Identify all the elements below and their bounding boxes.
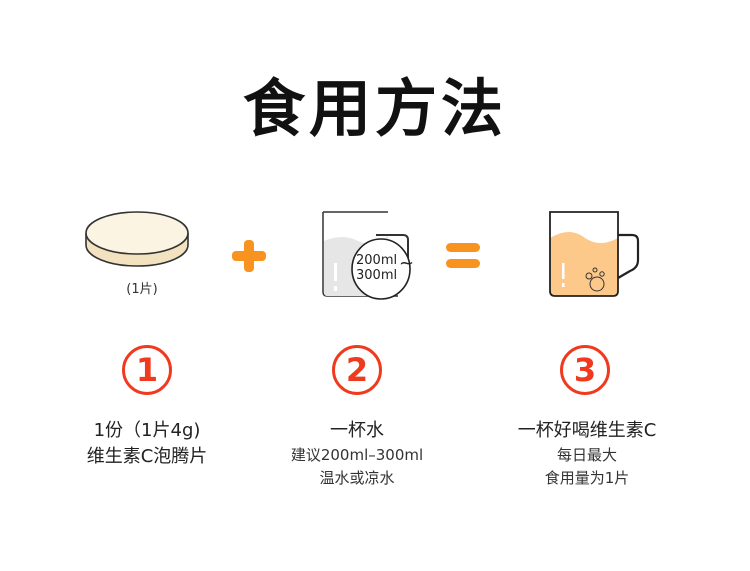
step-2-line-3: 温水或凉水 <box>319 469 395 487</box>
water-cup-icon <box>322 211 411 300</box>
plus-icon <box>232 240 266 272</box>
step-3-line-3: 食用量为1片 <box>544 469 630 487</box>
volume-max: 300ml <box>356 268 398 283</box>
step-2-line-1: 一杯水 <box>330 420 384 441</box>
step-1-line-1: 1份（1片4g) <box>93 420 201 441</box>
step-3-line-1: 一杯好喝维生素C <box>517 420 657 441</box>
vitamin-drink-cup-icon <box>549 211 640 297</box>
step-3-line-2: 每日最大 <box>556 446 617 464</box>
volume-min: 200ml <box>356 253 398 268</box>
step-3-number: 3 <box>560 345 610 395</box>
volume-tilde: ~ <box>399 253 415 274</box>
tablet-icon <box>85 211 189 267</box>
tablet-label: (1片) <box>126 282 158 297</box>
equals-icon <box>446 243 480 268</box>
step-2-number: 2 <box>332 345 382 395</box>
step-1-description: 1份（1片4g) 维生素C泡腾片 <box>27 418 267 470</box>
step-1-number: 1 <box>122 345 172 395</box>
step-3-description: 一杯好喝维生素C 每日最大 食用量为1片 <box>467 418 707 490</box>
page-title: 食用方法 <box>242 72 507 145</box>
step-2-description: 一杯水 建议200ml–300ml 温水或凉水 <box>237 418 477 490</box>
step-1-line-2: 维生素C泡腾片 <box>86 446 208 467</box>
step-2-line-2: 建议200ml–300ml <box>290 446 424 464</box>
water-volume-label: 200ml 300ml <box>356 253 397 283</box>
